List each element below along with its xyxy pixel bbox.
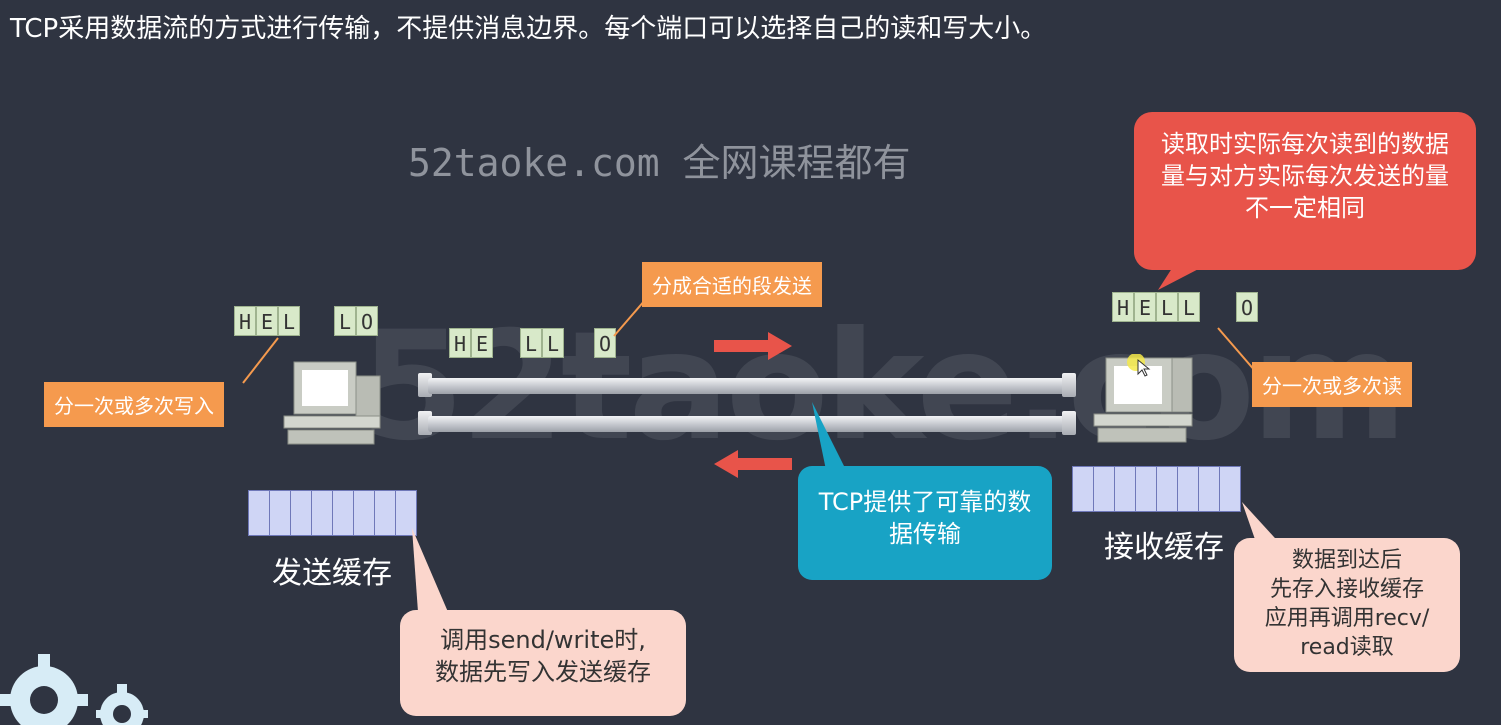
left-arrow-icon [714, 450, 792, 478]
label-write-once-or-more: 分一次或多次写入 [44, 382, 224, 427]
letter-box: L [334, 306, 356, 336]
send-buffer-label: 发送缓存 [272, 556, 392, 591]
headline: TCP采用数据流的方式进行传输，不提供消息边界。每个端口可以选择自己的读和写大小… [10, 14, 1047, 44]
recv-buffer [1072, 466, 1241, 512]
pipe-cap [1062, 373, 1076, 397]
buffer-cell [333, 491, 354, 535]
callout-line: 数据先写入发送缓存 [435, 658, 651, 686]
letter-box: H [234, 306, 256, 336]
watermark-text: 52taoke.com 全网课程都有 [408, 141, 911, 185]
receiver-letters-group-1: H E L L [1112, 292, 1200, 322]
buffer-cell [375, 491, 396, 535]
letter-box: L [542, 328, 564, 358]
callout-line: 先存入接收缓存 [1269, 577, 1424, 602]
buffer-cell [354, 491, 375, 535]
middle-letters-group-2: L L [520, 328, 564, 358]
sender-letters-group-1: H E L [234, 306, 300, 336]
buffer-cell [1136, 467, 1157, 511]
buffer-cell [1073, 467, 1094, 511]
callout-reliable: TCP提供了可靠的数 据传输 [798, 466, 1052, 580]
pipe-cap [1062, 411, 1076, 435]
receiver-computer-icon [1093, 354, 1193, 443]
buffer-cell [270, 491, 291, 535]
pipe-bottom [428, 416, 1068, 432]
buffer-cell [1157, 467, 1178, 511]
middle-letters-group-3: O [594, 328, 616, 358]
buffer-cell [1094, 467, 1115, 511]
letter-box: H [449, 328, 471, 358]
pipe-top [428, 378, 1068, 394]
buffer-cell [291, 491, 312, 535]
receiver-letters-group-2: O [1236, 292, 1258, 322]
label-read-once-or-more: 分一次或多次读 [1252, 362, 1412, 407]
callout-line: 调用send/write时, [440, 626, 646, 654]
letter-box: O [356, 306, 378, 336]
buffer-cell [396, 491, 416, 535]
callout-line: 据传输 [889, 520, 961, 548]
send-buffer [248, 490, 417, 536]
sender-letters-group-2: L O [334, 306, 378, 336]
callout-read-size: 读取时实际每次读到的数据 量与对方实际每次发送的量 不一定相同 [1134, 112, 1476, 270]
letter-box: E [471, 328, 493, 358]
letter-box: O [594, 328, 616, 358]
buffer-cell [1220, 467, 1240, 511]
callout-line: read读取 [1300, 635, 1394, 660]
buffer-cell [249, 491, 270, 535]
callout-line: 读取时实际每次读到的数据 [1161, 130, 1449, 158]
middle-letters-group-1: H E [449, 328, 493, 358]
letter-box: L [520, 328, 542, 358]
label-segment-send: 分成合适的段发送 [642, 262, 822, 307]
callout-line: TCP提供了可靠的数 [818, 488, 1032, 516]
letter-box: L [1156, 292, 1178, 322]
right-arrow-icon [714, 332, 792, 360]
letter-box: L [278, 306, 300, 336]
letter-box: O [1236, 292, 1258, 322]
buffer-cell [312, 491, 333, 535]
callout-send-write: 调用send/write时, 数据先写入发送缓存 [400, 610, 686, 716]
letter-box: H [1112, 292, 1134, 322]
letter-box: E [256, 306, 278, 336]
buffer-cell [1178, 467, 1199, 511]
callout-line: 不一定相同 [1245, 194, 1365, 222]
sender-computer-icon [283, 361, 381, 445]
buffer-cell [1115, 467, 1136, 511]
gear-icon [0, 654, 148, 725]
callout-line: 数据到达后 [1291, 548, 1402, 573]
callout-recv: 数据到达后 先存入接收缓存 应用再调用recv/ read读取 [1234, 538, 1460, 672]
letter-box: E [1134, 292, 1156, 322]
callout-line: 应用再调用recv/ [1264, 606, 1430, 631]
letter-box: L [1178, 292, 1200, 322]
recv-buffer-label: 接收缓存 [1104, 530, 1224, 565]
buffer-cell [1199, 467, 1220, 511]
callout-line: 量与对方实际每次发送的量 [1161, 162, 1449, 190]
